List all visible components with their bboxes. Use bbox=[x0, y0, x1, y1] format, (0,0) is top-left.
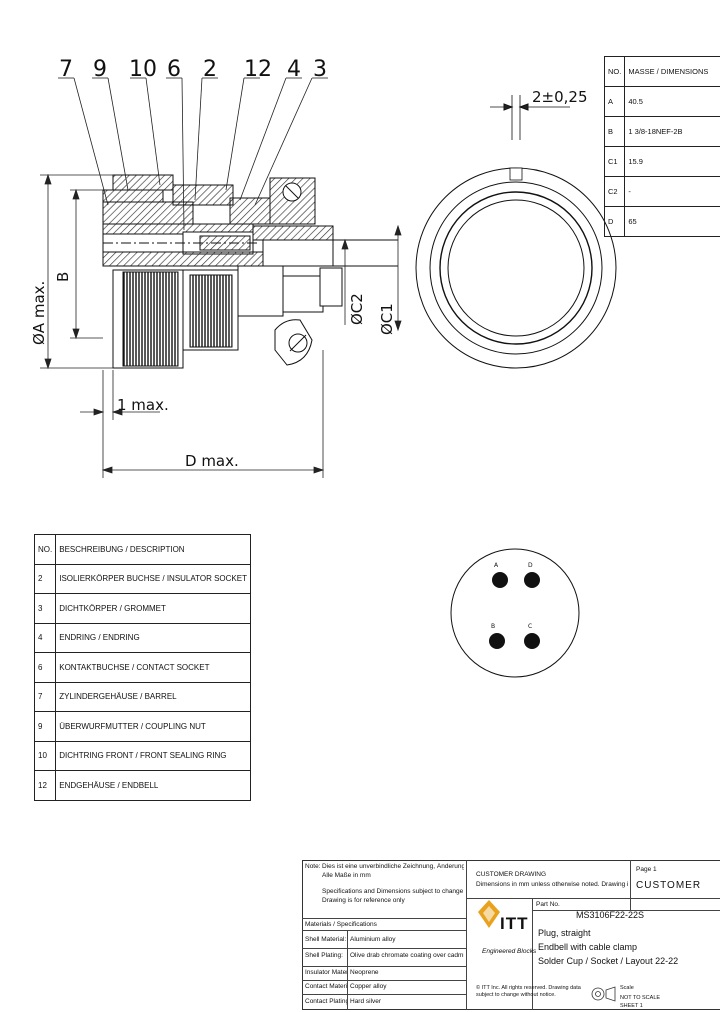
dims-header-dim: MASSE / DIMENSIONS bbox=[624, 56, 720, 87]
note-2b: Drawing is for reference only bbox=[322, 897, 405, 904]
parts-row-no: 10 bbox=[33, 740, 57, 771]
parts-row-desc: ZYLINDERGEHÄUSE / BARREL bbox=[55, 681, 251, 712]
dims-row-key: B bbox=[603, 116, 626, 147]
pin-b-label: B bbox=[491, 623, 495, 630]
pin-d bbox=[524, 572, 540, 588]
scale-value: NOT TO SCALE bbox=[620, 995, 661, 1001]
logo-text: ITT bbox=[500, 914, 529, 933]
dims-row-value: 40.5 bbox=[624, 86, 720, 117]
desc-line-3: Solder Cup / Socket / Layout 22-22 bbox=[538, 956, 679, 966]
parts-row-desc: ÜBERWURFMUTTER / COUPLING NUT bbox=[55, 711, 251, 742]
callout-3: 3 bbox=[313, 57, 327, 82]
dim-1max-label: 1 max. bbox=[117, 396, 169, 414]
spec-key: Contact Plating: bbox=[305, 998, 347, 1005]
dim-d-label: D max. bbox=[185, 452, 239, 470]
spec-value: Neoprene bbox=[350, 969, 379, 976]
callout-7: 7 bbox=[59, 57, 73, 82]
page-label: Page 1 bbox=[636, 866, 657, 873]
pin-layout-view: A D B C bbox=[450, 548, 580, 678]
note-1: Dies ist eine unverbindliche Zeichnung, … bbox=[322, 863, 464, 870]
callout-6: 6 bbox=[167, 57, 181, 82]
callout-4: 4 bbox=[287, 57, 301, 82]
parts-row-desc: KONTAKTBUCHSE / CONTACT SOCKET bbox=[55, 652, 251, 683]
spec-key: Insulator Material: bbox=[305, 969, 347, 976]
dim-c1-label: ØC1 bbox=[378, 303, 396, 335]
callout-leaders bbox=[58, 77, 328, 231]
front-ring-view bbox=[415, 95, 617, 369]
part-number: MS3106F22-22S bbox=[576, 910, 645, 920]
parts-row-desc: ENDRING / ENDRING bbox=[55, 622, 251, 653]
dims-row-value: 15.9 bbox=[624, 146, 720, 177]
company-note: Dimensions in mm unless otherwise noted.… bbox=[476, 881, 628, 888]
dim-a-label: ØA max. bbox=[30, 281, 48, 345]
title-block bbox=[302, 860, 720, 1010]
dims-row-key: A bbox=[603, 86, 626, 117]
slot-width-label: 2±0,25 bbox=[532, 88, 588, 106]
pin-c-label: C bbox=[528, 623, 532, 630]
parts-row-desc: DICHTKÖRPER / GROMMET bbox=[55, 593, 251, 624]
pin-a bbox=[492, 572, 508, 588]
parts-row-desc: ISOLIERKÖRPER BUCHSE / INSULATOR SOCKET bbox=[55, 563, 251, 594]
parts-row-no: 6 bbox=[33, 652, 57, 683]
parts-row-no: 2 bbox=[33, 563, 57, 594]
dimension-lines bbox=[40, 173, 402, 478]
callout-2: 2 bbox=[203, 57, 217, 82]
callout-9: 9 bbox=[93, 57, 107, 82]
note-1b: Alle Maße in mm bbox=[322, 872, 371, 879]
dim-c2-label: ØC2 bbox=[348, 293, 366, 325]
legal-text: © ITT Inc. All rights reserved. Drawing … bbox=[476, 985, 581, 998]
dims-row-value: 65 bbox=[624, 206, 720, 237]
parts-row-no: 12 bbox=[33, 770, 57, 801]
company-label: CUSTOMER DRAWING bbox=[476, 871, 547, 878]
callout-10: 10 bbox=[129, 57, 157, 82]
pin-a-label: A bbox=[494, 562, 499, 569]
page-value: CUSTOMER bbox=[636, 880, 702, 891]
connector-outside-view bbox=[112, 265, 343, 369]
parts-row-no: 9 bbox=[33, 711, 57, 742]
parts-header-no: NO. bbox=[33, 534, 57, 565]
note-2: Specifications and Dimensions subject to… bbox=[322, 888, 464, 895]
spec-key: Shell Material: bbox=[305, 936, 347, 943]
pin-d-label: D bbox=[528, 562, 533, 569]
parts-row-desc: ENDGEHÄUSE / ENDBELL bbox=[55, 770, 251, 801]
pin-c bbox=[524, 633, 540, 649]
dims-header-no: NO. bbox=[603, 56, 626, 87]
dimension-labels: ØA max. B ØC2 ØC1 1 max. D max. bbox=[30, 272, 396, 470]
parts-row-no: 4 bbox=[33, 622, 57, 653]
spec-value: Olive drab chromate coating over cadmium… bbox=[350, 952, 464, 959]
desc-line-1: Plug, straight bbox=[538, 928, 591, 938]
parts-row-desc: DICHTRING FRONT / FRONT SEALING RING bbox=[55, 740, 251, 771]
spec-key: Contact Material: bbox=[305, 983, 347, 990]
dims-row-value: 1 3/8-18NEF-2B bbox=[624, 116, 720, 147]
projection-symbol-icon bbox=[591, 986, 616, 1002]
spec-header: Materials / Specifications bbox=[305, 921, 377, 928]
part-label: Part No. bbox=[536, 901, 560, 908]
dims-row-key: C2 bbox=[603, 176, 626, 207]
spec-value: Aluminium alloy bbox=[350, 936, 396, 943]
parts-row-no: 3 bbox=[33, 593, 57, 624]
dim-b-label: B bbox=[54, 272, 72, 282]
callout-numbers: 7 9 10 6 2 12 4 3 bbox=[59, 57, 327, 82]
connector-section bbox=[102, 174, 398, 267]
spec-value: Hard silver bbox=[350, 998, 382, 1005]
dims-row-value: - bbox=[624, 176, 720, 207]
dims-row-key: C1 bbox=[603, 146, 626, 177]
logo-tagline: Engineered Blocks bbox=[482, 948, 537, 955]
itt-logo-icon bbox=[478, 900, 500, 928]
parts-header-desc: BESCHREIBUNG / DESCRIPTION bbox=[55, 534, 251, 565]
sheet-value: SHEET 1 bbox=[620, 1003, 643, 1009]
scale-label: Scale bbox=[620, 985, 634, 991]
section-drawing: 7 9 10 6 2 12 4 3 bbox=[30, 57, 617, 478]
note-label: Note: bbox=[305, 863, 321, 870]
spec-value: Copper alloy bbox=[350, 983, 387, 990]
dims-row-key: D bbox=[603, 206, 626, 237]
pin-b bbox=[489, 633, 505, 649]
callout-12: 12 bbox=[244, 57, 272, 82]
desc-line-2: Endbell with cable clamp bbox=[538, 942, 638, 952]
spec-key: Shell Plating: bbox=[305, 952, 343, 959]
parts-row-no: 7 bbox=[33, 681, 57, 712]
